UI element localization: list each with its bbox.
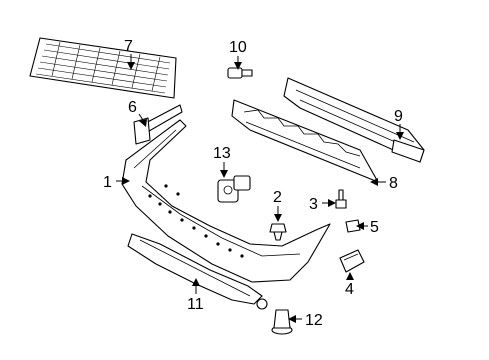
callout-6: 6 <box>128 99 137 116</box>
part-12-pin <box>271 309 293 335</box>
callout-11: 11 <box>187 296 204 313</box>
part-7-step-pad <box>29 37 177 99</box>
leader-lines <box>116 54 404 323</box>
part-4-reflector <box>339 249 365 273</box>
callout-3: 3 <box>309 196 318 213</box>
part-6-pad <box>133 104 183 145</box>
callout-12: 12 <box>305 312 323 329</box>
part-1-bumper-cover <box>121 119 331 283</box>
part-2-clip <box>269 223 287 241</box>
part-9-beam <box>283 77 425 163</box>
part-5-block <box>345 219 361 233</box>
callout-8: 8 <box>389 175 398 192</box>
part-13-sensor <box>217 175 251 203</box>
part-10-bolt <box>227 67 253 79</box>
callout-2: 2 <box>273 189 282 206</box>
callout-5: 5 <box>370 219 379 236</box>
part-3-screw <box>335 189 347 209</box>
callout-1: 1 <box>103 174 112 191</box>
callout-labels: 7 6 10 9 8 13 1 2 3 5 4 11 12 <box>103 38 403 329</box>
part-8-absorber <box>231 99 379 183</box>
part-11-valance <box>127 233 268 310</box>
callout-9: 9 <box>394 108 403 125</box>
bumper-holes <box>148 184 244 258</box>
callout-7: 7 <box>124 38 133 55</box>
callout-4: 4 <box>345 281 354 298</box>
callout-10: 10 <box>229 39 247 56</box>
callout-13: 13 <box>213 145 231 162</box>
